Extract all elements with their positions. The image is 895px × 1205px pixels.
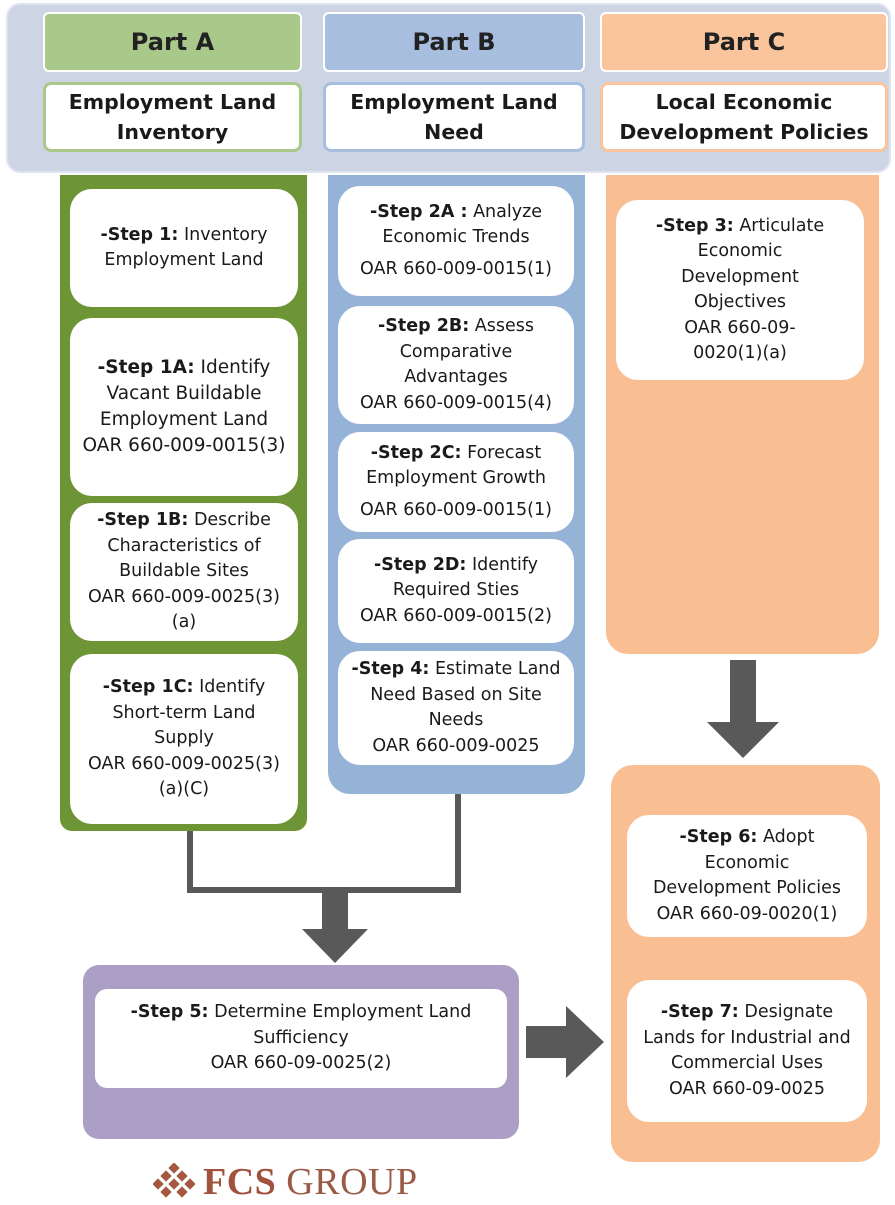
- logo-text-regular: GROUP: [276, 1161, 418, 1203]
- step-1c-card: -Step 1C: Identify Short-term Land Suppl…: [70, 654, 298, 824]
- step-text: Identify Vacant Buildable Employment Lan…: [99, 357, 271, 430]
- step-label: -Step 1B:: [97, 510, 189, 531]
- step-label: -Step 2B:: [377, 316, 470, 336]
- step-2c-card: -Step 2C: Forecast Employment Growth OAR…: [338, 432, 574, 532]
- step-2b-card: -Step 2B: Assess Comparative Advantages …: [338, 306, 574, 424]
- fcs-group-logo: FCS GROUP: [153, 1160, 453, 1204]
- step-text: Identify Required Sties: [392, 554, 539, 601]
- step-text: Identify Short-term Land Supply: [112, 677, 266, 749]
- down-arrow-step3-icon: [707, 660, 779, 758]
- connector-line-horizontal: [187, 887, 461, 893]
- connector-line-b: [455, 794, 461, 893]
- part-b-title: Employment Land Need: [323, 82, 585, 152]
- step-label: -Step 4:: [351, 659, 430, 679]
- step-oar: OAR 660-09-0025(2): [210, 1053, 392, 1074]
- step-text: Describe Characteristics of Buildable Si…: [107, 510, 271, 582]
- step-label: -Step 2A :: [369, 201, 468, 222]
- step-oar: OAR 660-009-0015(1): [360, 499, 552, 520]
- step-text: Designate Lands for Industrial and Comme…: [643, 1002, 851, 1073]
- step-oar: OAR 660-009-0015(1): [360, 258, 552, 279]
- step-text: Analyze Economic Trends: [382, 201, 543, 248]
- step-oar: OAR 660-009-0025(3)(a): [88, 586, 280, 633]
- step-label: -Step 5:: [130, 1002, 209, 1023]
- diamond-pattern-icon: [153, 1163, 195, 1198]
- step-1b-card: -Step 1B: Describe Characteristics of Bu…: [70, 503, 298, 641]
- part-a-title: Employment Land Inventory: [43, 82, 302, 152]
- step-oar: OAR 660-009-0015(2): [360, 605, 552, 626]
- part-c-title: Local Economic Development Policies: [600, 82, 888, 152]
- part-a-tab: Part A: [43, 12, 302, 72]
- step-1a-card: -Step 1A: Identify Vacant Buildable Empl…: [70, 318, 298, 496]
- connector-line-a: [187, 831, 193, 893]
- step-2d-card: -Step 2D: Identify Required Sties OAR 66…: [338, 539, 574, 643]
- step-text: Determine Employment Land Sufficiency: [214, 1002, 472, 1048]
- step-oar: OAR 660-009-0015(4): [360, 392, 552, 413]
- step-oar: OAR 660-009-0025: [372, 735, 540, 756]
- step-label: -Step 1:: [100, 224, 179, 245]
- logo-text: FCS GROUP: [203, 1160, 418, 1204]
- logo-text-bold: FCS: [203, 1161, 277, 1203]
- part-c-tab: Part C: [600, 12, 888, 72]
- step-3-card: -Step 3: Articulate Economic Development…: [616, 200, 864, 380]
- step-text: Adopt Economic Development Policies: [652, 827, 842, 898]
- step-label: -Step 1C:: [102, 677, 194, 698]
- down-arrow-step5-icon: [302, 893, 368, 963]
- part-b-tab: Part B: [323, 12, 585, 72]
- step-label: -Step 1A:: [97, 357, 195, 378]
- step-oar: OAR 660-009-0025(3)(a)(C): [88, 753, 280, 800]
- step-text: Forecast Employment Growth: [366, 442, 546, 489]
- step-5-card: -Step 5: Determine Employment Land Suffi…: [95, 989, 507, 1088]
- step-label: -Step 3:: [655, 215, 734, 236]
- step-2a-card: -Step 2A : Analyze Economic Trends OAR 6…: [338, 186, 574, 296]
- step-6-card: -Step 6: Adopt Economic Development Poli…: [627, 815, 867, 937]
- step-oar: OAR 660-09-0020(1)(a): [684, 317, 796, 364]
- step-oar: OAR 660-09-0020(1): [656, 903, 838, 924]
- step-oar: OAR 660-009-0015(3): [82, 435, 286, 456]
- step-7-card: -Step 7: Designate Lands for Industrial …: [627, 980, 867, 1122]
- step-label: -Step 6:: [679, 827, 758, 847]
- step-4-card: -Step 4: Estimate Land Need Based on Sit…: [338, 651, 574, 765]
- step-text: Articulate Economic Development Objectiv…: [681, 215, 825, 313]
- step-text: Estimate Land Need Based on Site Needs: [370, 659, 561, 730]
- step-label: -Step 2D:: [373, 554, 467, 575]
- step-1-card: -Step 1: Inventory Employment Land: [70, 189, 298, 307]
- step-label: -Step 2C:: [370, 442, 462, 463]
- right-arrow-step5-icon: [526, 1006, 604, 1078]
- step-label: -Step 7:: [660, 1002, 739, 1022]
- step-text: Inventory Employment Land: [104, 224, 268, 271]
- step-text: Assess Comparative Advantages: [399, 316, 535, 387]
- step-oar: OAR 660-09-0025: [669, 1078, 825, 1099]
